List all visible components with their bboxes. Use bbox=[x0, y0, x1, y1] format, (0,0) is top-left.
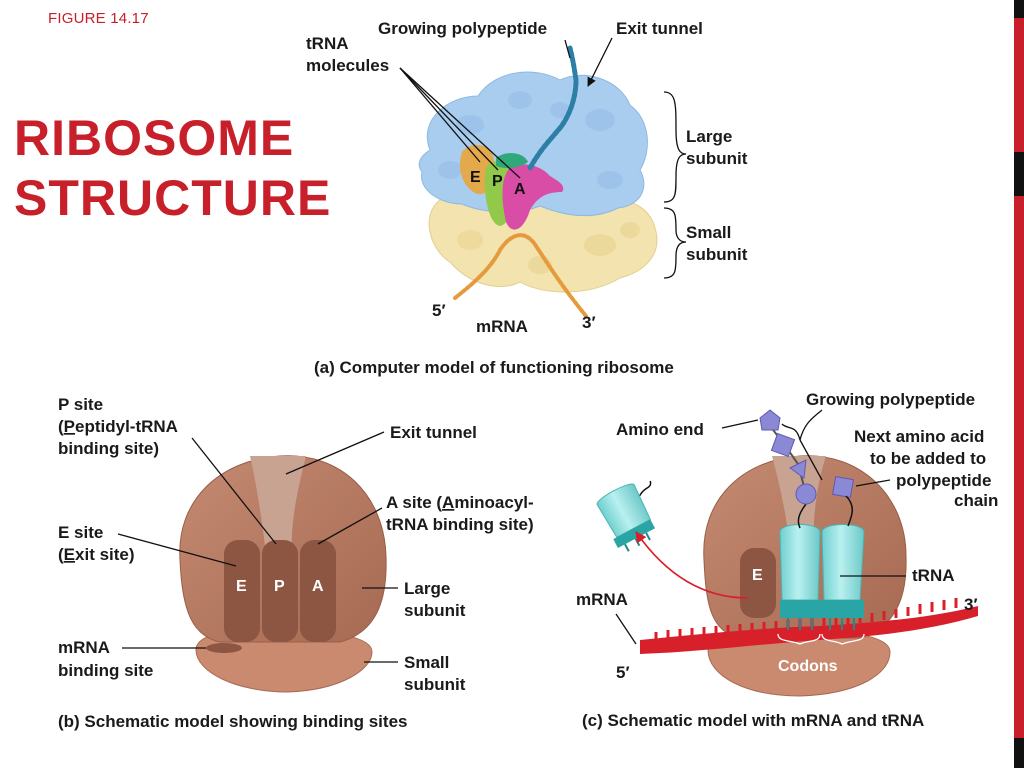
leader-e-site-b bbox=[117, 533, 237, 567]
accent-bar-top-block bbox=[1014, 0, 1024, 18]
label-small-line-2-b: subunit bbox=[404, 675, 466, 694]
label-three-prime-a: 3′ bbox=[582, 313, 596, 332]
label-p-site-line-3: binding site) bbox=[58, 439, 159, 458]
model-site-e: E bbox=[470, 169, 481, 186]
leader-trna-a bbox=[399, 67, 521, 179]
label-mrna-binding-line-1: mRNA bbox=[58, 638, 110, 657]
departing-trna-c bbox=[596, 480, 656, 552]
mrna-ribbon-c bbox=[640, 606, 978, 654]
label-small-line-1-a: Small bbox=[686, 223, 731, 242]
label-small-line-2-a: subunit bbox=[686, 245, 748, 264]
exit-arrow-c bbox=[635, 531, 749, 599]
codon-bracket-1 bbox=[777, 633, 821, 645]
next-amino-acid-c bbox=[831, 475, 855, 527]
leader-p-site-b bbox=[191, 437, 277, 545]
label-large-line-1-a: Large bbox=[686, 127, 732, 146]
leader-trna-e bbox=[399, 67, 481, 163]
mrna-binding-groove-b bbox=[206, 643, 242, 653]
leader-exit-tunnel-b bbox=[285, 431, 385, 475]
caption-panel-a: (a) Computer model of functioning riboso… bbox=[314, 358, 674, 377]
title-line-1: RIBOSOME bbox=[14, 110, 295, 166]
label-next-line-1: Next amino acid bbox=[854, 427, 984, 446]
label-mrna-binding-line-2: binding site bbox=[58, 661, 153, 680]
site-label-a-b: A bbox=[312, 578, 324, 595]
leader-amino-end bbox=[721, 419, 759, 429]
model-site-p: P bbox=[492, 173, 503, 190]
exit-tunnel-c bbox=[772, 456, 826, 548]
leader-trna-p bbox=[399, 67, 499, 171]
site-label-e-c: E bbox=[752, 567, 763, 584]
panel-b-schematic: E P A bbox=[179, 455, 387, 693]
mrna-model bbox=[453, 233, 588, 318]
figure-label: FIGURE 14.17 bbox=[48, 10, 149, 27]
label-exit-tunnel-b: Exit tunnel bbox=[390, 423, 477, 442]
trna-p-c bbox=[779, 524, 822, 630]
trna-top-green bbox=[496, 153, 528, 169]
leader-growing-polypeptide-a bbox=[564, 39, 571, 59]
label-trna-c: tRNA bbox=[912, 566, 955, 585]
label-mrna-a: mRNA bbox=[476, 317, 528, 336]
label-e-site-line-2: (Exit site) bbox=[58, 545, 135, 564]
polypeptide-model bbox=[527, 45, 579, 171]
leader-next-amino-acid bbox=[855, 479, 891, 487]
large-subunit-texture bbox=[438, 91, 623, 189]
label-growing-polypeptide-a: Growing polypeptide bbox=[378, 19, 547, 38]
label-three-prime-c: 3′ bbox=[964, 595, 978, 614]
leader-growing-polypeptide-c bbox=[799, 439, 823, 481]
panel-c-schematic: E bbox=[596, 409, 978, 697]
site-e-c bbox=[740, 548, 776, 618]
polypeptide-chain-c bbox=[759, 409, 817, 529]
label-trna-line-1: tRNA bbox=[306, 34, 349, 53]
label-five-prime-c: 5′ bbox=[616, 663, 630, 682]
caption-panel-b: (b) Schematic model showing binding site… bbox=[58, 712, 407, 731]
title-line-2: STRUCTURE bbox=[14, 170, 332, 226]
label-a-site-line-2: tRNA binding site) bbox=[386, 515, 534, 534]
label-p-site-line-2: (Peptidyl-tRNA bbox=[58, 417, 178, 436]
slide-title: RIBOSOME STRUCTURE bbox=[14, 108, 331, 228]
site-p-b bbox=[262, 540, 298, 642]
bracket-small-subunit-a bbox=[663, 207, 687, 279]
label-trna-line-2: molecules bbox=[306, 56, 389, 75]
label-a-site-line-1: A site (Aminoacyl- bbox=[386, 493, 534, 512]
arrow-exit-tunnel-a bbox=[587, 37, 613, 87]
trna-a-c bbox=[821, 524, 865, 630]
label-p-site-line-1: P site bbox=[58, 395, 103, 414]
bracket-growing-polypeptide-c bbox=[781, 409, 823, 441]
label-e-site-line-1: E site bbox=[58, 523, 103, 542]
accent-bar-bottom-block bbox=[1014, 738, 1024, 768]
panel-a-model: E P A bbox=[418, 45, 658, 318]
site-a-b bbox=[300, 540, 336, 642]
label-codons: Codons bbox=[778, 658, 838, 675]
label-five-prime-a: 5′ bbox=[432, 301, 446, 320]
small-subunit-texture bbox=[457, 222, 640, 274]
label-next-line-3: polypeptide bbox=[896, 471, 991, 490]
label-small-line-1-b: Small bbox=[404, 653, 449, 672]
accent-bar-mid-block bbox=[1014, 152, 1024, 196]
label-large-line-1-b: Large bbox=[404, 579, 450, 598]
label-next-line-2: to be added to bbox=[870, 449, 986, 468]
caption-panel-c: (c) Schematic model with mRNA and tRNA bbox=[582, 711, 924, 730]
site-label-e-b: E bbox=[236, 578, 247, 595]
leader-mrna-c bbox=[615, 613, 637, 645]
bracket-large-subunit-a bbox=[663, 91, 687, 203]
label-large-line-2-a: subunit bbox=[686, 149, 748, 168]
leader-a-site-b bbox=[317, 507, 383, 545]
codon-bracket-2 bbox=[821, 633, 865, 645]
label-mrna-c: mRNA bbox=[576, 590, 628, 609]
label-large-line-2-b: subunit bbox=[404, 601, 466, 620]
model-site-a: A bbox=[514, 181, 526, 198]
label-next-line-4: chain bbox=[954, 491, 998, 510]
label-growing-polypeptide-c: Growing polypeptide bbox=[806, 390, 975, 409]
site-label-p-b: P bbox=[274, 578, 285, 595]
label-amino-end: Amino end bbox=[616, 420, 704, 439]
trna-a-model bbox=[502, 164, 564, 230]
label-exit-tunnel-a: Exit tunnel bbox=[616, 19, 703, 38]
accent-bar bbox=[1014, 0, 1024, 768]
